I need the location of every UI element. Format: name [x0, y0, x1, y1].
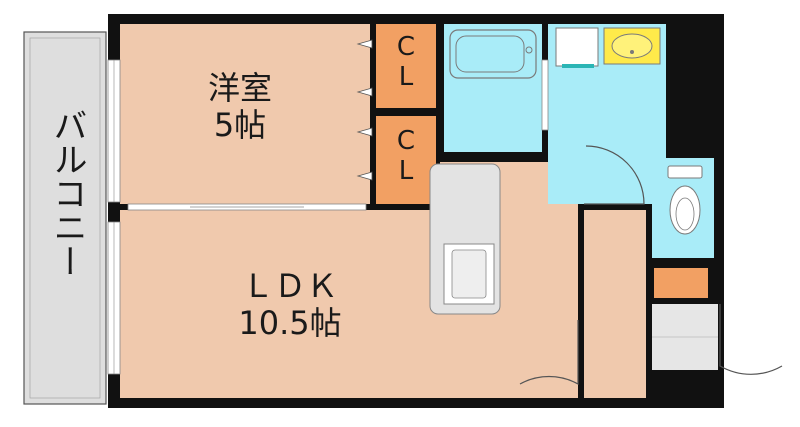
toilet-icon — [667, 165, 703, 235]
ldk-label: ＬＤＫ 10.5帖 — [200, 268, 380, 342]
closet-upper — [376, 24, 436, 108]
ldk-name: ＬＤＫ — [241, 267, 338, 305]
balcony-area — [23, 31, 107, 405]
washing-machine-icon — [555, 27, 599, 68]
balcony-label: バルコニー — [47, 108, 87, 278]
western-room-floor — [120, 24, 370, 204]
closet-lower — [376, 116, 436, 204]
ldk-door — [519, 320, 579, 386]
ldk-size: 10.5帖 — [238, 303, 342, 342]
bathtub-icon — [449, 29, 537, 79]
entrance-door — [719, 304, 783, 375]
hallway-floor — [584, 210, 646, 398]
western-room-label: 洋室 5帖 — [180, 70, 300, 144]
kitchen-counter — [429, 163, 501, 315]
closet-lower-label: C L — [396, 126, 416, 186]
washroom-door — [584, 145, 645, 205]
western-room-name: 洋室 — [207, 69, 272, 107]
closet-upper-label: C L — [396, 32, 416, 92]
washbasin-icon — [603, 27, 661, 65]
shoe-storage — [654, 268, 708, 298]
western-room-size: 5帖 — [213, 105, 267, 144]
bathroom-door — [541, 59, 549, 131]
